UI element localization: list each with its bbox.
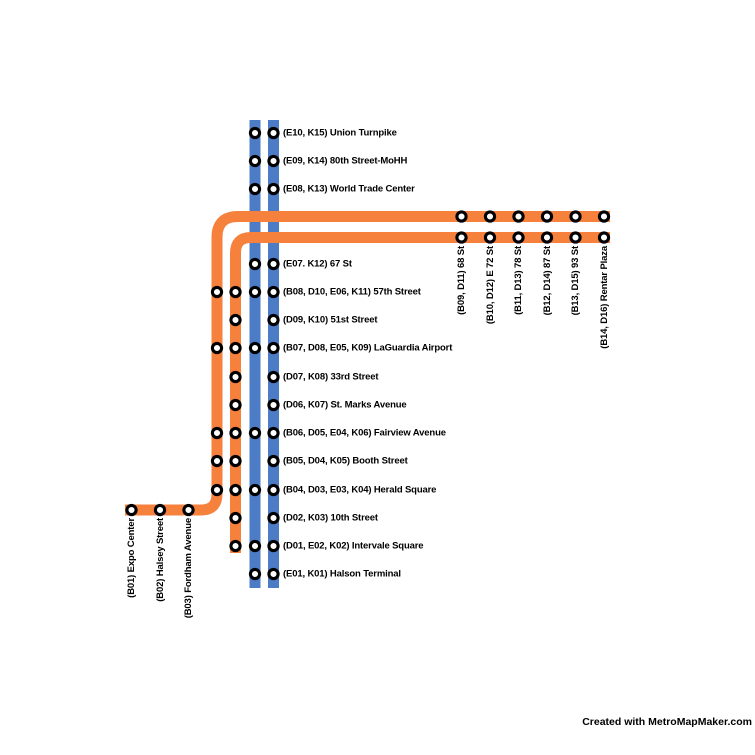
station-marker <box>229 483 242 497</box>
station-marker <box>229 454 242 468</box>
station-label: (E01, K01) Halson Terminal <box>283 568 401 580</box>
station-label: (E10, K15) Union Turnpike <box>283 127 397 139</box>
station-marker <box>267 313 280 327</box>
station-marker <box>540 231 554 244</box>
station-marker <box>267 398 280 412</box>
station-marker <box>267 483 280 497</box>
station-label: (D07, K08) 33rd Street <box>283 371 379 383</box>
station-label: (B04, D03, E03, K04) Herald Square <box>283 484 437 496</box>
station-label: (B08, D10, E06, K11) 57th Street <box>283 286 421 298</box>
station-marker <box>267 567 280 581</box>
station-marker <box>267 126 280 140</box>
station-label: (B05, D04, K05) Booth Street <box>283 455 408 467</box>
station-marker <box>540 210 554 223</box>
station-marker <box>597 231 611 244</box>
station-label: (E09, K14) 80th Street-MoHH <box>283 155 408 167</box>
station-label: (B13, D15) 93 St <box>570 246 581 316</box>
station-marker <box>182 503 195 517</box>
orange-line-d <box>230 232 610 553</box>
station-label: (D01, E02, K02) Intervale Square <box>283 540 424 552</box>
station-label: (B02) Halsey Street <box>154 518 166 602</box>
station-marker <box>512 231 525 244</box>
station-marker <box>229 370 242 384</box>
station-marker <box>210 341 224 355</box>
station-marker <box>229 341 242 355</box>
station-marker <box>455 210 468 223</box>
station-label: (B14, D16) Rentar Plaza <box>598 246 610 349</box>
footer-credit: Created with MetroMapMaker.com <box>582 716 752 728</box>
station-marker <box>267 154 280 168</box>
station-marker <box>267 285 280 299</box>
station-marker <box>229 511 242 525</box>
station-label: (B03) Fordham Avenue <box>183 518 194 619</box>
station-marker <box>248 154 262 168</box>
station-marker <box>267 454 280 468</box>
station-marker <box>248 182 262 196</box>
station-label: (E08, K13) World Trade Center <box>283 183 415 195</box>
station-marker <box>229 539 242 553</box>
station-marker <box>210 483 224 497</box>
station-label: (D02, K03) 10th Street <box>283 512 378 524</box>
station-label: (B09, D11) 68 St <box>456 246 467 315</box>
station-marker <box>229 313 242 327</box>
station-label: (B07, D08, E05, K09) LaGuardia Airport <box>283 342 453 354</box>
station-marker <box>267 257 280 271</box>
station-marker <box>210 454 224 468</box>
station-marker <box>248 257 262 271</box>
station-marker <box>248 483 262 497</box>
station-marker <box>210 426 224 440</box>
station-marker <box>248 285 262 299</box>
station-marker <box>267 370 280 384</box>
station-marker <box>569 231 582 244</box>
station-marker <box>153 503 167 517</box>
station-label: (D09, K10) 51st Street <box>283 314 378 326</box>
station-label: (E07. K12) 67 St <box>283 258 352 270</box>
station-marker <box>248 426 262 440</box>
station-marker <box>125 503 138 517</box>
station-marker <box>267 182 280 196</box>
station-marker <box>483 231 497 244</box>
orange-line-b <box>125 211 610 516</box>
station-marker <box>569 210 582 223</box>
station-marker <box>248 539 262 553</box>
station-marker <box>248 341 262 355</box>
station-label: (B06, D05, E04, K06) Fairview Avenue <box>283 427 446 439</box>
station-marker <box>248 567 262 581</box>
station-marker <box>267 511 280 525</box>
station-marker <box>248 126 262 140</box>
station-marker <box>229 426 242 440</box>
station-marker <box>267 426 280 440</box>
station-label: (B10, D12) E 72 St <box>484 246 496 325</box>
station-label: (B11, D13) 78 St <box>513 246 524 315</box>
station-marker <box>210 285 224 299</box>
station-marker <box>512 210 525 223</box>
station-marker <box>229 285 242 299</box>
station-marker <box>597 210 611 223</box>
station-marker <box>455 231 468 244</box>
station-label: (B01) Expo Center <box>126 518 137 598</box>
station-marker <box>483 210 497 223</box>
station-marker <box>267 539 280 553</box>
station-marker <box>229 398 242 412</box>
station-marker <box>267 341 280 355</box>
station-label: (D06, K07) St. Marks Avenue <box>283 399 407 411</box>
station-label: (B12, D14) 87 St <box>541 246 553 316</box>
